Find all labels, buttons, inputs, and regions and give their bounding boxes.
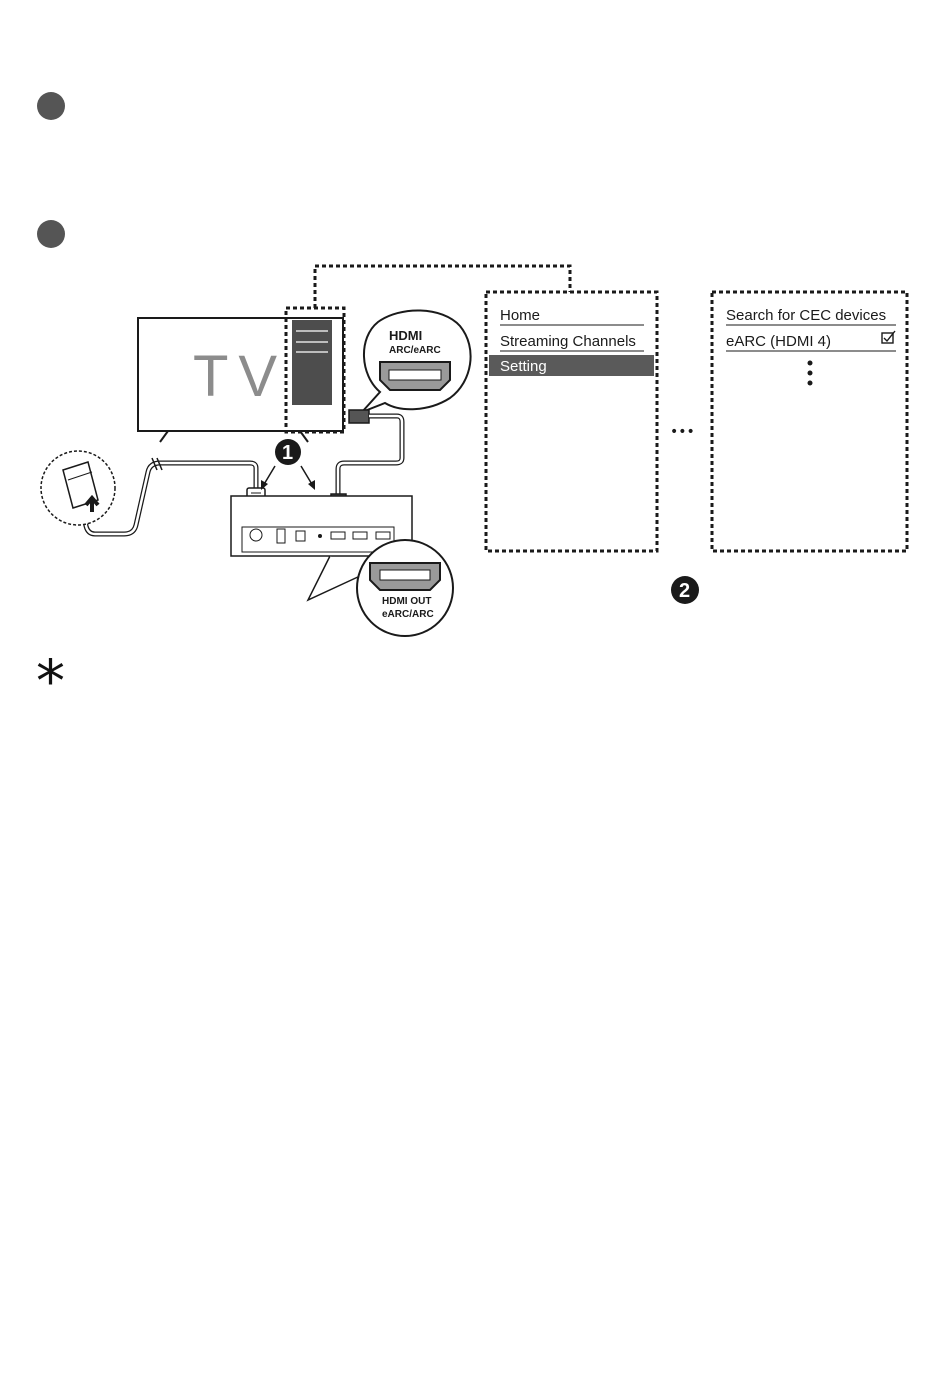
menu-ellipsis: ••• [670,424,695,440]
svg-text:2: 2 [679,580,690,602]
wall-outlet [41,451,115,525]
hdmi-logo: HDMI [389,328,422,343]
tv-label: TV [193,344,287,409]
tv-menu-panel [292,320,332,405]
svg-text:1: 1 [282,442,293,464]
step-2-badge: 2 [671,576,699,604]
soundbar-port-label-2: eARC/ARC [382,609,434,620]
connection-diagram: TV HDMI ARC/eARC [0,0,950,700]
menu-item-streaming-channels[interactable]: Streaming Channels [500,333,636,350]
tv-illustration: TV [138,308,344,442]
submenu-item-earc[interactable]: eARC (HDMI 4) [726,333,831,350]
submenu-item-search-cec[interactable]: Search for CEC devices [726,307,886,324]
earc-checkbox-icon[interactable] [882,331,895,343]
main-menu: Home Streaming Channels Setting [486,292,657,551]
note-asterisk: * [36,652,65,710]
tv-port-label: ARC/eARC [389,345,441,356]
menu-item-home[interactable]: Home [500,307,540,324]
menu-item-setting[interactable]: Setting [500,358,547,375]
more-options-icon [808,361,813,386]
step-1-badge: 1 [261,439,315,490]
soundbar-port-label-1: HDMI OUT [382,596,431,607]
sub-menu: Search for CEC devices eARC (HDMI 4) [712,292,907,551]
tv-hdmi-callout: HDMI ARC/eARC [362,310,471,412]
